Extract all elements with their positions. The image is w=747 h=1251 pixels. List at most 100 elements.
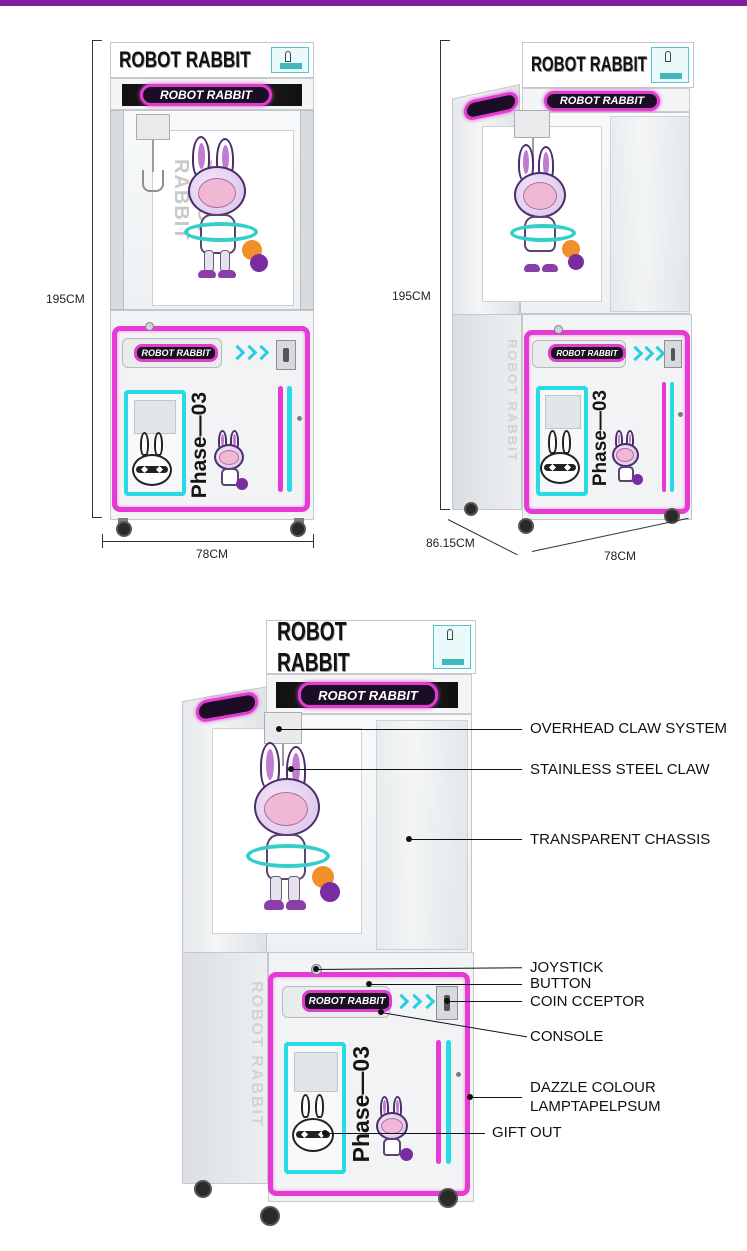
callout-line-lamp: [470, 1097, 522, 1098]
front-width-cap-right: [313, 534, 314, 548]
side-claw-gantry: [514, 110, 550, 138]
callout-gift-out: GIFT OUT: [492, 1124, 562, 1141]
front-lamp-pink: [278, 386, 283, 492]
front-phase-text: Phase—03: [188, 392, 211, 499]
annotated-wheel-front-left: [260, 1206, 280, 1226]
callout-console: CONSOLE: [530, 1028, 604, 1045]
annotated-claw-gantry: [264, 712, 302, 744]
annotated-keyhole: [456, 1072, 461, 1077]
side-door-rabbit: [610, 430, 646, 490]
annotated-lamp-pink: [436, 1040, 441, 1164]
callout-line-gift-out: [325, 1133, 485, 1134]
callout-coin-acceptor: COIN CCEPTOR: [530, 993, 645, 1010]
front-height-line: [92, 40, 93, 518]
side-joystick: [554, 325, 563, 334]
top-accent-bar: [0, 0, 747, 6]
callout-lamptapelpsum: LAMPTAPELPSUM: [530, 1098, 661, 1115]
side-keyhole: [678, 412, 683, 417]
annotated-wheel-front-right: [438, 1188, 458, 1208]
annotated-console-sign-text: ROBOT RABBIT: [308, 995, 386, 1007]
front-width-label: 78CM: [196, 547, 229, 561]
callout-joystick: JOYSTICK: [530, 959, 604, 976]
front-door-rabbit: [212, 430, 252, 494]
side-lamp-cyan: [670, 382, 674, 492]
callout-overhead-claw-system: OVERHEAD CLAW SYSTEM: [530, 720, 727, 737]
annotated-marquee-title: ROBOT RABBIT: [277, 616, 350, 677]
side-height-cap-top: [440, 40, 450, 41]
side-logo-badge: [651, 47, 689, 83]
annotated-side-print: ROBOT RABBIT: [248, 981, 265, 1128]
side-height-label: 195CM: [392, 289, 431, 303]
front-width-line: [102, 541, 314, 542]
annotated-glass-panel: [376, 720, 468, 950]
annotated-lamp-cyan: [446, 1040, 451, 1164]
callout-stainless-steel-claw: STAINLESS STEEL CLAW: [530, 761, 710, 778]
neon-sign-text: ROBOT RABBIT: [160, 88, 252, 102]
callout-button: BUTTON: [530, 975, 592, 992]
front-marquee: ROBOT RABBIT: [110, 42, 314, 78]
front-right-post: [300, 110, 314, 310]
annotated-logo-badge: [433, 625, 471, 669]
callout-transparent-chassis: TRANSPARENT CHASSIS: [530, 831, 711, 848]
annotated-base-side: ROBOT RABBIT: [182, 952, 268, 1184]
front-neon-sign: ROBOT RABBIT: [140, 84, 272, 106]
side-bunny-logo: [540, 430, 584, 488]
front-wheel-right: [290, 521, 306, 537]
front-height-cap-bottom: [92, 517, 102, 518]
front-height-label: 195CM: [46, 292, 85, 306]
side-marquee: ROBOT RABBIT: [522, 42, 694, 88]
front-bunny-logo: [132, 432, 176, 490]
side-neon-frame: [524, 330, 690, 514]
callout-line-button: [369, 984, 522, 985]
annotated-wheel-back: [194, 1180, 212, 1198]
side-height-line: [440, 40, 441, 510]
side-coin-acceptor: [664, 340, 682, 368]
side-glass-panel: [610, 116, 690, 312]
annotated-neon-sign-text: ROBOT RABBIT: [318, 687, 418, 703]
front-joystick: [145, 322, 154, 331]
front-keyhole: [297, 416, 302, 421]
side-lamp-pink: [662, 382, 666, 492]
front-claw-rope: [152, 140, 154, 172]
annotated-neon-frame: [268, 972, 470, 1196]
console-sign-text: ROBOT RABBIT: [141, 348, 211, 358]
side-width-line: [531, 517, 689, 552]
marquee-title: ROBOT RABBIT: [119, 47, 251, 72]
front-claw-icon: [142, 170, 164, 192]
callout-dot-console: [378, 1009, 384, 1015]
side-wheel-back: [464, 502, 478, 516]
annotated-neon-sign: ROBOT RABBIT: [298, 682, 438, 708]
side-height-cap-bottom: [440, 509, 450, 510]
front-rabbit-figure: [180, 136, 270, 286]
callout-dazzle-colour: DAZZLE COLOUR: [530, 1079, 656, 1096]
annotated-bunny-logo: [292, 1094, 338, 1156]
front-wheel-left: [116, 521, 132, 537]
side-phase-text: Phase—03: [590, 390, 611, 487]
front-lamp-cyan: [287, 386, 292, 492]
front-coin-acceptor: [276, 340, 296, 370]
callout-line-overhead-claw: [279, 729, 522, 730]
annotated-door-rabbit: [374, 1096, 414, 1164]
logo-badge: [271, 47, 309, 73]
callout-line-coin: [447, 1001, 522, 1002]
side-print: ROBOT RABBIT: [505, 339, 520, 463]
side-width-label: 78CM: [604, 549, 637, 563]
side-neon-sign: ROBOT RABBIT: [544, 91, 660, 111]
side-depth-label: 86.15CM: [426, 536, 475, 550]
side-base-side: ROBOT RABBIT: [452, 314, 522, 510]
front-height-cap-top: [92, 40, 102, 41]
side-wheel-front-left: [518, 518, 534, 534]
front-console-sign: ROBOT RABBIT: [134, 344, 218, 362]
front-claw-gantry: [136, 114, 170, 140]
annotated-claw-rope: [282, 744, 284, 766]
annotated-phase-text: Phase—03: [348, 1046, 374, 1163]
annotated-rabbit-figure: [240, 742, 340, 918]
annotated-console-sign: ROBOT RABBIT: [302, 990, 392, 1012]
callout-line-steel-claw: [291, 769, 522, 770]
callout-line-chassis: [409, 839, 522, 840]
front-left-post: [110, 110, 124, 310]
front-width-cap-left: [102, 534, 103, 548]
side-rabbit-figure: [506, 144, 586, 284]
front-neon-frame: [112, 326, 310, 512]
side-neon-sign-text: ROBOT RABBIT: [559, 95, 645, 107]
